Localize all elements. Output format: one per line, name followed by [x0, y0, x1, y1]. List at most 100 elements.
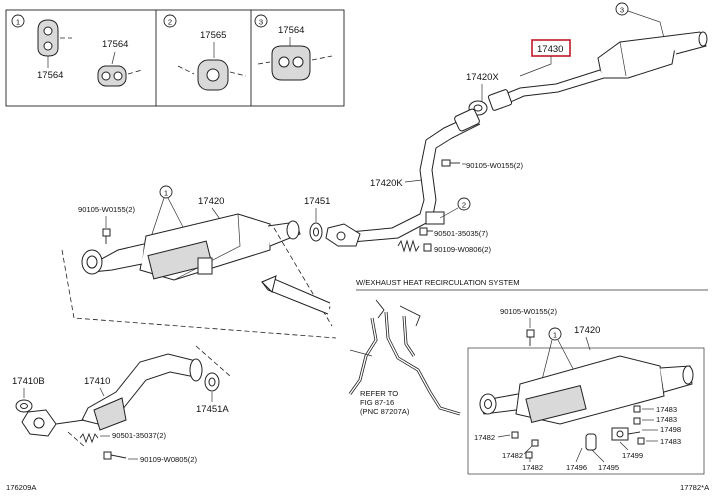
part-label-17564[interactable]: 17564 — [278, 25, 304, 36]
leader-line — [111, 51, 116, 65]
part-label-bolt[interactable]: 90105-W0155(2) — [78, 205, 135, 214]
part-label-17420[interactable]: 17420 — [198, 196, 224, 207]
inset-panel-2[interactable]: 2 17565 — [163, 14, 247, 91]
bolt-icon — [423, 243, 432, 252]
front-catalyst — [93, 397, 127, 431]
center-pipe-assembly[interactable] — [325, 108, 481, 247]
leader-line — [229, 71, 247, 77]
bolt-icon — [633, 405, 645, 445]
inset-panel-3[interactable]: 3 17564 — [254, 14, 333, 81]
part-label-17564[interactable]: 17564 — [102, 39, 128, 50]
part-label-17482[interactable]: 17482 — [474, 433, 495, 442]
hanger-bracket — [197, 257, 213, 275]
part-label-17483[interactable]: 17483 — [660, 437, 681, 446]
refer-text: REFER TO — [360, 389, 398, 398]
rubber-hanger-icon — [37, 19, 59, 57]
part-label-17451[interactable]: 17451 — [304, 196, 330, 207]
pipe-flange — [682, 365, 694, 385]
group-boundary — [273, 227, 333, 327]
leader-line — [257, 61, 271, 65]
part-label-17420X[interactable]: 17420X — [466, 72, 499, 83]
spring-icon — [79, 432, 99, 444]
callout-number: 3 — [259, 18, 263, 27]
tail-pipe-tube — [499, 69, 605, 105]
bolt-icon — [526, 329, 535, 346]
leader-line — [439, 207, 459, 219]
part-label-bolt[interactable]: 90501-35037(2) — [112, 431, 167, 440]
pipe-flange — [487, 89, 513, 111]
bolt-icon — [511, 431, 539, 459]
group-boundary — [67, 431, 87, 449]
tail-pipe-assembly[interactable]: 3 17430 — [487, 2, 708, 111]
part-label-bolt[interactable]: 90105-W0155(2) — [500, 307, 557, 316]
callout-number: 3 — [620, 6, 624, 15]
gasket-icon — [15, 399, 33, 413]
part-label-17430[interactable]: 17430 — [537, 44, 563, 55]
part-label-17483[interactable]: 17483 — [656, 405, 677, 414]
callout-circle — [159, 185, 173, 199]
pipe-flange — [189, 358, 203, 382]
pipe-flange — [286, 220, 300, 240]
rubber-hanger-icon — [271, 45, 311, 81]
section-title: W/EXHAUST HEAT RECIRCULATION SYSTEM — [356, 278, 520, 287]
bolt-icon — [441, 159, 460, 167]
egr-hoses — [348, 299, 461, 416]
part-label-17410B[interactable]: 17410B — [12, 376, 45, 387]
leader-line — [519, 56, 552, 77]
leader-line — [177, 65, 195, 75]
callout-number: 2 — [168, 18, 172, 27]
egr-section[interactable]: W/EXHAUST HEAT RECIRCULATION SYSTEM REFE… — [348, 278, 708, 475]
bolt-icon — [102, 228, 111, 244]
part-label-bolt[interactable]: 90109-W0805(2) — [140, 455, 197, 464]
rubber-hanger-icon — [97, 65, 127, 87]
part-label-17496[interactable]: 17496 — [566, 463, 587, 472]
bolt-icon — [419, 227, 433, 236]
pipe-flange — [454, 108, 480, 132]
heat-shield — [147, 240, 213, 280]
part-label-17410[interactable]: 17410 — [84, 376, 110, 387]
part-label-17420[interactable]: 17420 — [574, 325, 600, 336]
callout-circle — [11, 14, 25, 28]
part-label-17564[interactable]: 17564 — [37, 70, 63, 81]
inset-panel-1[interactable]: 1 17564 17564 — [11, 14, 143, 87]
part-label-17499[interactable]: 17499 — [622, 451, 643, 460]
part-label-17498[interactable]: 17498 — [660, 425, 681, 434]
heat-shield — [525, 384, 587, 424]
gasket-icon — [204, 372, 220, 392]
front-pipe-assembly[interactable]: 17410B 17410 17451A 90501-35037(2) — [12, 345, 231, 464]
catalytic-converter-assembly[interactable]: 1 17420 — [81, 185, 301, 281]
callout-number: 1 — [16, 18, 20, 27]
gasket-icon — [309, 222, 323, 242]
egr-valve-icon — [611, 427, 641, 441]
callout-number: 2 — [462, 201, 466, 210]
part-label-17483[interactable]: 17483 — [656, 415, 677, 424]
part-label-17482[interactable]: 17482 — [502, 451, 523, 460]
part-label-17482[interactable]: 17482 — [522, 463, 543, 472]
group-boundary — [61, 249, 337, 339]
part-label-bolt[interactable]: 90105-W0155(2) — [466, 161, 523, 170]
direction-arrow-icon — [261, 275, 331, 315]
leader-line — [311, 55, 333, 61]
callout-circle — [163, 14, 177, 28]
figure-code-left: 176209A — [6, 483, 37, 492]
callout-number: 1 — [164, 189, 168, 198]
part-label-bolt[interactable]: 90501-35035(7) — [434, 229, 489, 238]
leader-line — [149, 197, 165, 241]
inset-frame — [5, 9, 345, 107]
spring-icon — [397, 239, 420, 253]
clamp-icon — [585, 433, 597, 451]
part-label-bolt[interactable]: 90109-W0806(2) — [434, 245, 491, 254]
part-label-17451A[interactable]: 17451A — [196, 404, 229, 415]
rubber-hanger-icon — [197, 59, 229, 91]
muffler-body — [597, 35, 677, 79]
callout-circle — [457, 197, 471, 211]
callout-number: 1 — [553, 331, 557, 340]
figure-code-right: 17782*A — [680, 483, 710, 492]
leader-line — [627, 10, 665, 39]
callout-circle — [548, 327, 562, 341]
part-label-17420K[interactable]: 17420K — [370, 178, 403, 189]
part-label-17565[interactable]: 17565 — [200, 30, 226, 41]
part-label-17495[interactable]: 17495 — [598, 463, 619, 472]
leader-line — [127, 69, 143, 75]
